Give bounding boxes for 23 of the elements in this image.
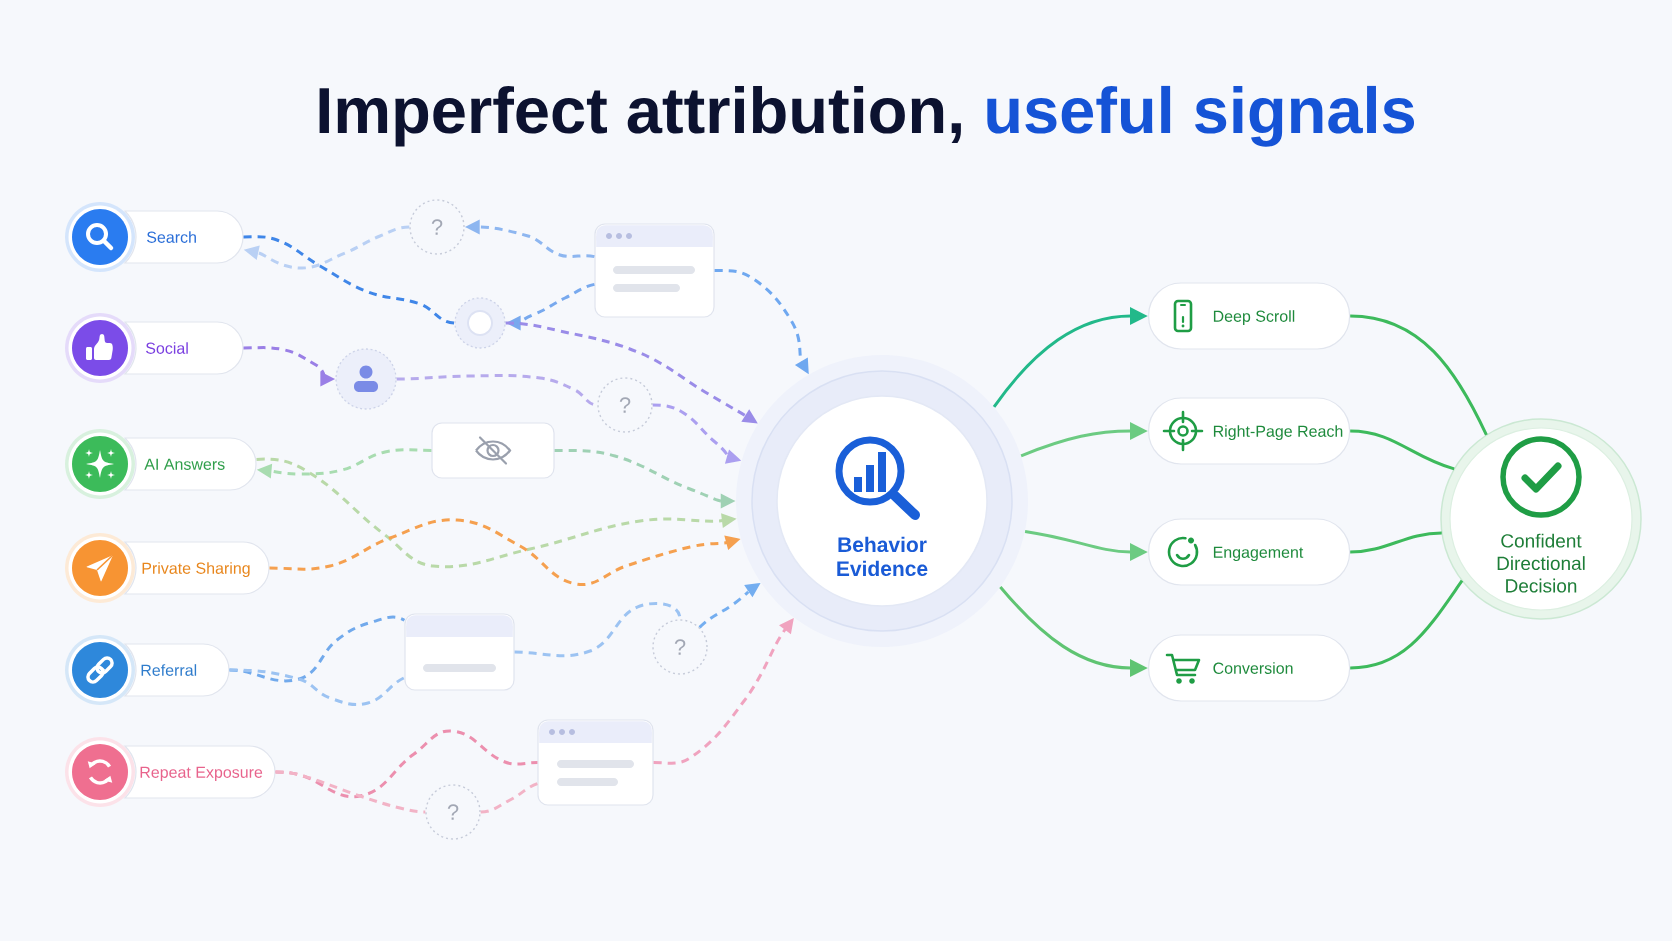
- line: [1350, 314, 1488, 436]
- source-pill: AI Answers: [124, 437, 257, 491]
- card: [431, 422, 555, 479]
- browser-card: [594, 223, 715, 318]
- source-pill: Referral: [124, 643, 230, 697]
- signal-pill: Engagement: [1148, 518, 1351, 586]
- line: [1350, 579, 1464, 670]
- browser-card: [404, 613, 515, 691]
- browser-card: [537, 719, 654, 806]
- dashed-line: [229, 615, 406, 683]
- title: Imperfect attribution, useful signals: [319, 85, 1415, 147]
- line: [1350, 531, 1442, 554]
- signal-pill: Deep Scroll: [1148, 282, 1351, 350]
- dashed-line: [480, 782, 538, 814]
- dashed-line: [229, 668, 406, 707]
- dashed-line: [514, 601, 682, 658]
- source-pill: Private Sharing: [124, 541, 270, 595]
- dashed-line: [275, 770, 426, 814]
- dashed-line: [243, 235, 455, 325]
- signal-pill: Conversion: [1148, 634, 1351, 702]
- line: [1350, 429, 1455, 471]
- source-pill: Search: [124, 210, 244, 264]
- signal-pill: Right-Page Reach: [1148, 397, 1351, 465]
